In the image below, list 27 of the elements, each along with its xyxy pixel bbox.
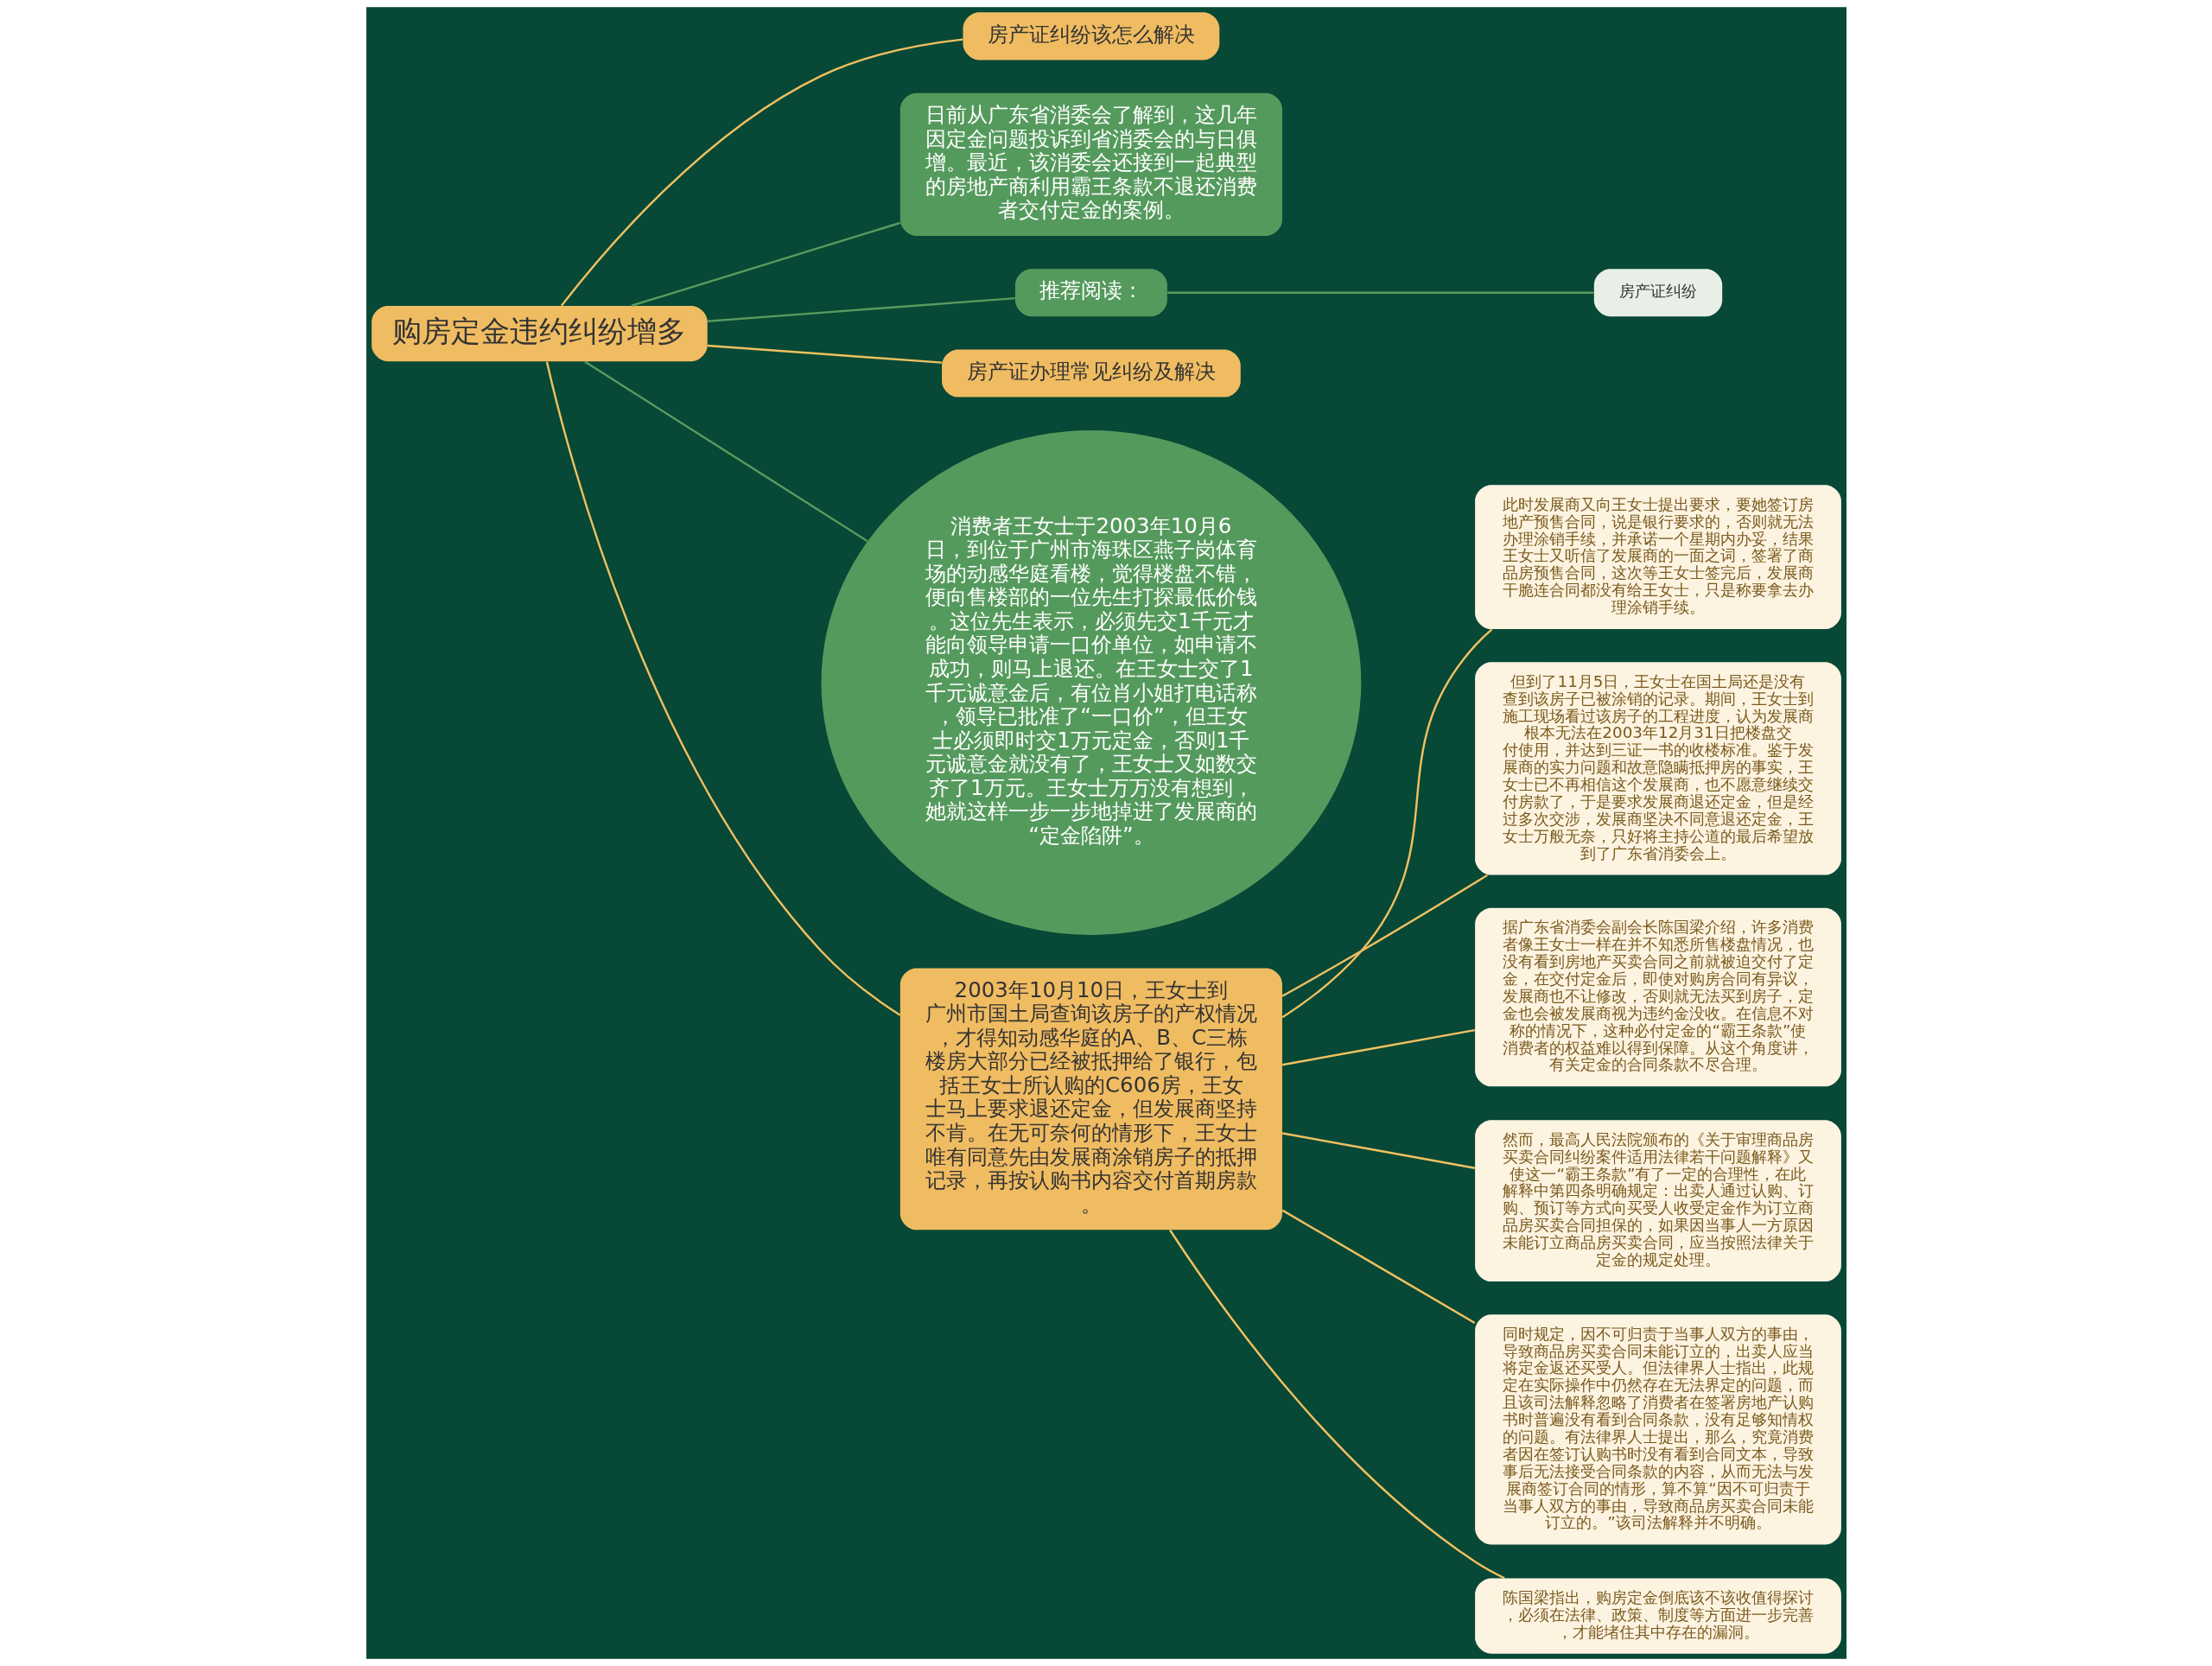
connector [560, 38, 963, 307]
node-box: 但到了11月5日，王女士在国土局还是没有查到该房子已被涂销的记录。期间，王女士到施工现场看过该房子的工程进度，认为发展商根本无法在2003年12月31日把楼盘交付使用，并达到三证一书的收楼标准。鉴于发展商的实力问题和故意隐瞒抵押房的事实，王女士已不再相信这个发展商，也不愿意继续交付房款了，于是要求发展商退还定金，但是经过多次交涉，发展商坚决不同意退还定金，王女士万般无奈，只好将主持公道的最后希望放到了广东省消委会上。 [1474, 662, 1841, 875]
connector [707, 344, 942, 364]
node-box: 房产证办理常见纠纷及解决 [941, 349, 1241, 397]
node-box: 房产证纠纷该怎么解决 [963, 12, 1219, 60]
connector [545, 361, 900, 1016]
connector [1168, 1229, 1505, 1580]
connector [583, 360, 868, 543]
connector [707, 296, 1015, 322]
node-box: 此时发展商又向王女士提出要求，要她签订房地产预售合同，说是银行要求的，否则就无法办理涂销手续，并承诺一个星期内办妥，结果王女士又听信了发展商的一面之词，签署了商品房预售合同，这次等王女士签完后，发展商干脆连合同都没有给王女士，只是称要拿去办理涂销手续。 [1474, 485, 1841, 629]
connector [1281, 874, 1488, 997]
connector [1281, 1132, 1475, 1169]
node-box: 同时规定，因不可归责于当事人双方的事由，导致商品房买卖合同未能订立的，出卖人应当将定金返还买受人。但法律界人士指出，此规定在实际操作中仍然存在无法界定的问题，而且该司法解释忽略了消费者在签署房地产认购书时普遍没有看到合同条款，没有足够知情权的问题。有法律界人士提出，那么，究竟消费者因在签订认购书时没有看到合同文本，导致事后无法接受合同条款的内容，从而无法与发展商签订合同的情形，算不算“因不可归责于当事人双方的事由，导致商品房买卖合同未能订立的。”该司法解释并不明确。 [1474, 1314, 1841, 1545]
node-box: 陈国梁指出，购房定金倒底该不该收值得探讨，必须在法律、政策、制度等方面进一步完善，才能堵住其中存在的漏洞。 [1474, 1578, 1841, 1654]
node-box: 2003年10月10日，王女士到广州市国土局查询该房子的产权情况，才得知动感华庭的A、B、C三栋楼房大部分已经被抵押给了银行，包括王女士所认购的C606房，王女士马上要求退还定金，但发展商坚持不肯。在无可奈何的情形下，王女士唯有同意先由发展商涂销房子的抵押记录，再按认购书内容交付首期房款。 [899, 968, 1282, 1230]
connector [1281, 1028, 1475, 1066]
node-box: 据广东省消委会副会长陈国梁介绍，许多消费者像王女士一样在并不知悉所售楼盘情况，也没有看到房地产买卖合同之前就被迫交付了定金，在交付定金后，即使对购房合同有异议，发展商也不让修改，否则就无法买到房子，定金也会被发展商视为违约金没收。在信息不对称的情况下，这种必付定金的“霸王条款”使消费者的权益难以得到保障。从这个角度讲，有关定金的合同条款不尽合理。 [1474, 907, 1841, 1087]
connector [1281, 1209, 1475, 1325]
node-box: 购房定金违约纠纷增多 [371, 305, 708, 362]
node-box: 推荐阅读： [1014, 269, 1167, 317]
connector [1281, 628, 1492, 1019]
node-box: 日前从广东省消委会了解到，这几年因定金问题投诉到省消委会的与日俱增。最近，该消委会还接到一起典型的房地产商利用霸王条款不退还消费者交付定金的案例。 [899, 92, 1282, 236]
node-circle: 消费者王女士于2003年10月6日，到位于广州市海珠区燕子岗体育场的动感华庭看楼，觉得楼盘不错，便向售楼部的一位先生打探最低价钱。这位先生表示，必须先交1千元才能向领导申请一口价单位，如申请不成功，则马上退还。在王女士交了1千元诚意金后，有位肖小姐打电话称，领导已批准了“一口价”，但王女士必须即时交1万元定金，否则1千元诚意金就没有了，王女士又如数交齐了1万元。王女士万万没有想到，她就这样一步一步地掉进了发展商的“定金陷阱”。 [821, 430, 1361, 935]
connector [631, 221, 900, 307]
node-box: 房产证纠纷 [1593, 269, 1722, 317]
node-box: 然而，最高人民法院颁布的《关于审理商品房买卖合同纠纷案件适用法律若干问题解释》又使这一“霸王条款”有了一定的合理性，在此解释中第四条明确规定：出卖人通过认购、订购、预订等方式向买受人收受定金作为订立商品房买卖合同担保的，如果因当事人一方原因未能订立商品房买卖合同，应当按照法律关于定金的规定处理。 [1474, 1120, 1841, 1281]
connector [1166, 291, 1593, 294]
